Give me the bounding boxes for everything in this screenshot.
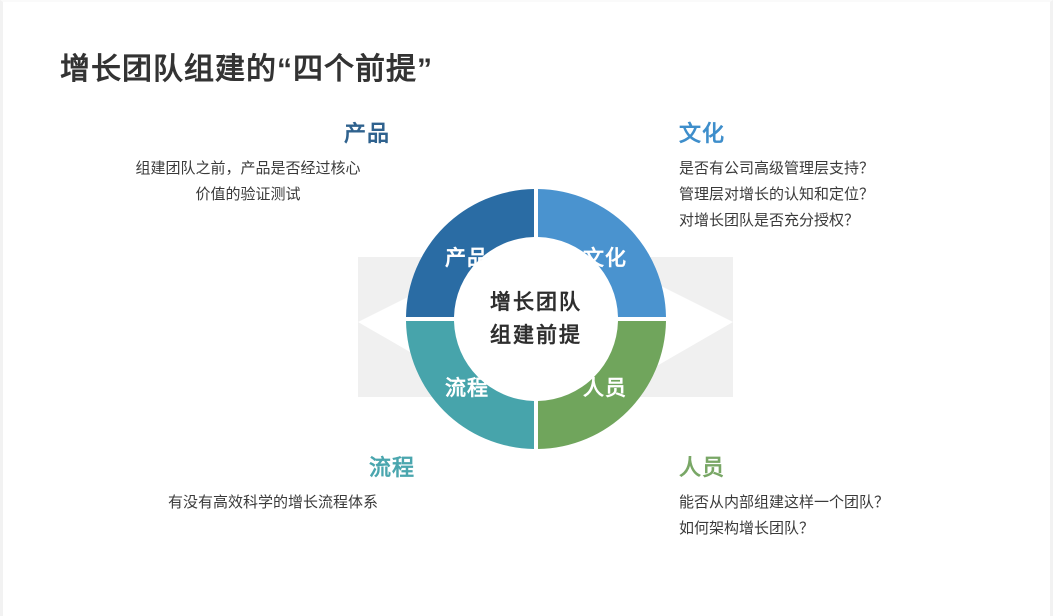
donut-segment-product[interactable] [406, 189, 534, 317]
heading-process: 流程 [368, 455, 415, 480]
body-culture: 是否有公司高级管理层支持？ 管理层对增长的认知和定位？ 对增长团队是否充分授权？ [679, 156, 989, 234]
body-people: 能否从内部组建这样一个团队？ 如何架构增长团队？ [679, 490, 989, 542]
body-product-line-2: 价值的验证测试 [195, 186, 301, 203]
donut-center-line-2: 组建前提 [490, 324, 582, 347]
heading-product: 产品 [343, 121, 390, 146]
donut-segment-people[interactable] [538, 321, 666, 449]
page-title: 增长团队组建的“四个前提” [60, 53, 433, 86]
body-people-line-2: 如何架构增长团队？ [679, 520, 815, 537]
text-block-culture: 文化 是否有公司高级管理层支持？ 管理层对增长的认知和定位？ 对增长团队是否充分… [679, 120, 989, 234]
text-block-product: 产品 组建团队之前，产品是否经过核心 价值的验证测试 [98, 120, 398, 208]
body-product: 组建团队之前，产品是否经过核心 价值的验证测试 [98, 156, 398, 208]
body-culture-line-2: 管理层对增长的认知和定位？ [679, 186, 875, 203]
donut-segment-process[interactable] [406, 321, 534, 449]
body-culture-line-1: 是否有公司高级管理层支持？ [679, 160, 875, 177]
body-people-line-1: 能否从内部组建这样一个团队？ [679, 494, 890, 511]
donut-segment-culture[interactable] [538, 189, 666, 317]
text-block-people: 人员 能否从内部组建这样一个团队？ 如何架构增长团队？ [679, 454, 989, 542]
body-product-line-1: 组建团队之前，产品是否经过核心 [135, 160, 361, 177]
donut-center-line-1: 增长团队 [490, 291, 582, 314]
donut-diagram: 产品 文化 流程 人员 增长团队 组建前提 [401, 184, 671, 454]
heading-culture: 文化 [679, 121, 726, 146]
body-culture-line-3: 对增长团队是否充分授权？ [679, 212, 860, 229]
donut-center-text: 增长团队 组建前提 [462, 286, 610, 352]
body-process: 有没有高效科学的增长流程体系 [123, 490, 423, 516]
body-process-line-1: 有没有高效科学的增长流程体系 [167, 494, 378, 511]
text-block-process: 流程 有没有高效科学的增长流程体系 [123, 454, 423, 516]
heading-people: 人员 [679, 455, 726, 480]
donut-svg [406, 189, 666, 449]
